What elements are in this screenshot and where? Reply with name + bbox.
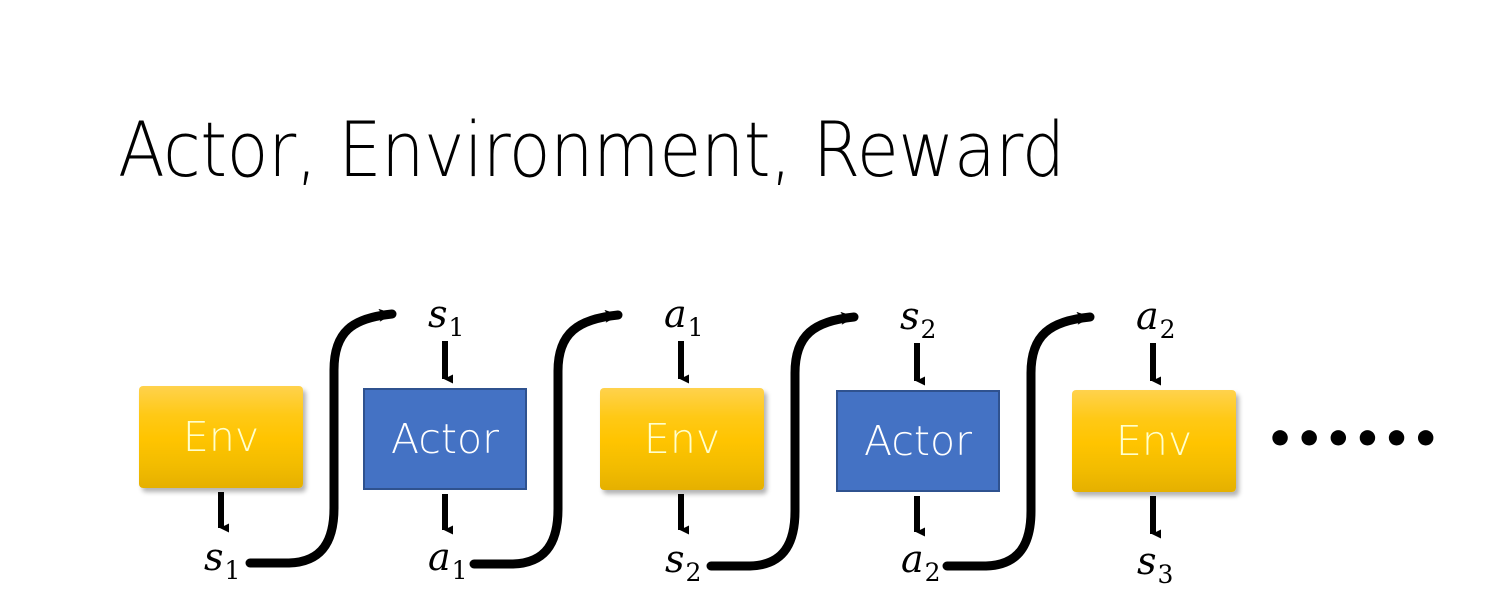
- variable-subscript: 2: [924, 558, 941, 587]
- signal-label-s3-bottom: s3: [1137, 539, 1173, 587]
- node-label: Actor: [391, 414, 499, 463]
- node-label: Env: [182, 412, 260, 461]
- node-label: Actor: [864, 416, 972, 465]
- variable-subscript: 1: [687, 313, 704, 342]
- variable-subscript: 2: [920, 315, 937, 344]
- variable-symbol: s: [204, 535, 224, 579]
- variable-subscript: 1: [224, 556, 241, 585]
- page-title: Actor, Environment, Reward: [118, 105, 1065, 194]
- curved-feedback-arrow-icon: [245, 308, 1095, 571]
- variable-subscript: 3: [1157, 560, 1174, 589]
- node-label: Env: [643, 414, 721, 463]
- variable-subscript: 2: [1159, 315, 1176, 344]
- signal-label-s2-bottom: s2: [665, 537, 701, 585]
- node-label: Env: [1115, 416, 1193, 465]
- variable-subscript: 1: [451, 556, 468, 585]
- down-arrow-icon: [442, 341, 1162, 386]
- signal-label-s2-top: s2: [900, 294, 936, 342]
- variable-symbol: a: [664, 292, 687, 336]
- node-env-3[interactable]: Env: [1072, 390, 1236, 492]
- variable-symbol: a: [1136, 294, 1159, 338]
- signal-label-a1-top: a1: [664, 292, 704, 340]
- variable-symbol: s: [1137, 539, 1157, 583]
- variable-symbol: s: [900, 294, 920, 338]
- signal-label-a2-top: a2: [1136, 294, 1176, 342]
- variable-symbol: s: [428, 292, 448, 336]
- node-actor-2[interactable]: Actor: [836, 390, 1000, 492]
- variable-symbol: a: [901, 537, 924, 581]
- signal-label-s1-bottom: s1: [204, 535, 240, 583]
- variable-symbol: s: [665, 537, 685, 581]
- signal-label-s1-top: s1: [428, 292, 464, 340]
- node-env-1[interactable]: Env: [139, 386, 303, 488]
- down-arrow-icon: [218, 492, 1162, 539]
- node-env-2[interactable]: Env: [600, 388, 764, 490]
- signal-label-a2-bottom: a2: [901, 537, 941, 585]
- ellipsis-icon: ••••••: [1266, 414, 1441, 465]
- signal-label-a1-bottom: a1: [428, 535, 468, 583]
- variable-subscript: 2: [685, 558, 702, 587]
- variable-subscript: 1: [448, 313, 465, 342]
- node-actor-1[interactable]: Actor: [363, 388, 527, 490]
- variable-symbol: a: [428, 535, 451, 579]
